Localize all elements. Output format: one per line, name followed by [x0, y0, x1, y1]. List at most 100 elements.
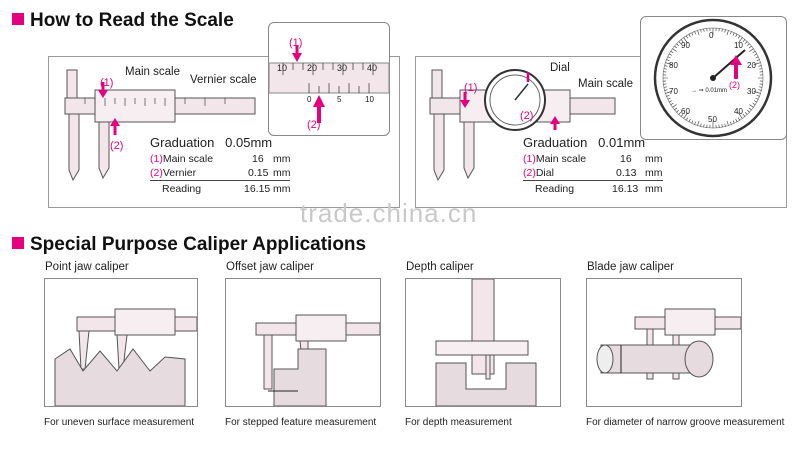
right-row-main-scale-unit: mm: [645, 153, 663, 165]
dial-tick: [683, 37, 688, 44]
right-graduation: Graduation 0.01mm: [523, 135, 645, 150]
dial-tick: [674, 107, 677, 111]
watermark: trade.china.cn: [300, 198, 478, 228]
zoom-tick-20: 20: [307, 63, 318, 73]
dial-tick: [742, 39, 746, 42]
left-row-reading-value: 16.15: [244, 183, 271, 195]
card-caption-depth: For depth measurement: [405, 417, 512, 428]
dial-tick: [688, 119, 691, 122]
dial-tick: [672, 48, 677, 52]
dial-tick: [672, 104, 677, 108]
left-table-rule: [150, 180, 290, 181]
dial-tick: [676, 43, 679, 47]
vernier-zoom-scale: [268, 45, 390, 123]
row-name: Main scale: [535, 153, 587, 165]
dial-tick: [744, 41, 748, 44]
left-row-vernier-unit: mm: [273, 167, 291, 179]
dial-number-40: 40: [734, 107, 743, 116]
dial-tick: [758, 65, 762, 67]
card-title-depth: Depth caliper: [406, 261, 474, 273]
dial-number-0: 0: [709, 31, 714, 40]
dial-marker-2: (2): [729, 80, 740, 90]
dial-tick: [670, 50, 674, 54]
section-title-text: How to Read the Scale: [30, 10, 234, 31]
left-marker-2: (2): [110, 140, 124, 152]
left-marker-1: (1): [100, 77, 114, 89]
right-dial-label: Dial: [550, 62, 570, 74]
row-num: (2): [523, 167, 536, 179]
dial-tick: [665, 91, 673, 94]
card-blade-jaw: [586, 278, 742, 407]
left-row-vernier: (2)Vernier: [150, 167, 196, 179]
zoom-tick-10: 10: [277, 63, 288, 73]
dial-tick: [749, 48, 754, 52]
right-graduation-value: 0.01mm: [598, 135, 646, 150]
dial-tick: [759, 68, 763, 70]
dial-tick: [735, 34, 738, 37]
dial-tick: [670, 102, 674, 106]
row-num: (2): [150, 167, 163, 179]
right-main-scale-label: Main scale: [578, 78, 633, 90]
dial-tick: [666, 95, 670, 97]
right-row-dial-unit: mm: [645, 167, 663, 179]
dial-tick: [721, 124, 723, 128]
dial-tick: [755, 56, 759, 59]
dial-tick: [700, 29, 702, 33]
zoom-bottom-tick-5: 5: [337, 95, 342, 104]
left-vernier-scale-label: Vernier scale: [190, 74, 257, 86]
right-row-dial-value: 0.13: [616, 167, 637, 179]
dial-tick: [752, 102, 756, 106]
vernier-caliper-illustration: [64, 69, 256, 182]
left-main-scale-label: Main scale: [125, 66, 180, 78]
dial-tick: [737, 35, 741, 39]
dial-zoom-window: 0 10 20 30 40 50 60 70 80 90 → ⇒ 0.01mm …: [640, 16, 787, 140]
card-caption-blade-jaw: For diameter of narrow groove measuremen…: [586, 417, 785, 428]
left-row-main-scale-unit: mm: [273, 153, 291, 165]
right-row-main-scale: (1)Main scale: [523, 153, 586, 165]
dial-tick: [749, 107, 752, 111]
dial-number-30: 30: [747, 87, 756, 96]
zoom-tick-40: 40: [367, 63, 378, 73]
dial-tick: [724, 123, 726, 127]
left-graduation-value: 0.05mm: [225, 135, 273, 150]
dial-tick: [685, 117, 689, 121]
row-name: Dial: [535, 167, 554, 179]
dial-tick: [730, 121, 732, 125]
dial-tick: [666, 59, 670, 61]
dial-tick: [663, 86, 667, 88]
section-title-special-purpose: Special Purpose Caliper Applications: [12, 234, 366, 256]
dial-tick: [754, 53, 757, 56]
section-title-how-to-read: How to Read the Scale: [12, 10, 234, 32]
dial-tick: [678, 112, 682, 115]
row-num: (1): [523, 153, 536, 165]
title-bullet-square: [12, 237, 24, 249]
card-caption-point-jaw: For uneven surface measurement: [44, 417, 195, 428]
dial-tick: [691, 32, 694, 36]
zoom-marker-1: (1): [289, 37, 303, 49]
offset-jaw-illustration: [255, 314, 381, 407]
right-row-reading-unit: mm: [645, 183, 663, 195]
dial-tick: [688, 34, 691, 37]
dial-tick: [697, 30, 700, 36]
dial-tick: [726, 30, 729, 36]
dial-tick: [744, 112, 748, 115]
row-num: (1): [150, 153, 163, 165]
dial-tick: [680, 114, 684, 117]
section-title-text: Special Purpose Caliper Applications: [30, 234, 367, 255]
dial-tick: [755, 97, 759, 100]
dial-tick: [674, 45, 677, 49]
card-title-offset-jaw: Offset jaw caliper: [226, 261, 314, 273]
dial-tick: [664, 65, 668, 67]
dial-tick: [680, 39, 684, 42]
left-row-vernier-value: 0.15: [248, 167, 269, 179]
dial-tick: [667, 56, 671, 59]
left-row-main-scale: (1)Main scale: [150, 153, 213, 165]
dial-tick: [694, 31, 696, 35]
dial-tick: [721, 28, 723, 32]
zoom-marker-2: (2): [307, 119, 321, 131]
right-table-rule: [523, 180, 663, 181]
dial-tick: [732, 32, 735, 36]
card-title-point-jaw: Point jaw caliper: [45, 261, 129, 273]
dial-tick: [703, 28, 705, 32]
dial-unit-text: → ⇒ 0.01mm: [691, 88, 728, 94]
